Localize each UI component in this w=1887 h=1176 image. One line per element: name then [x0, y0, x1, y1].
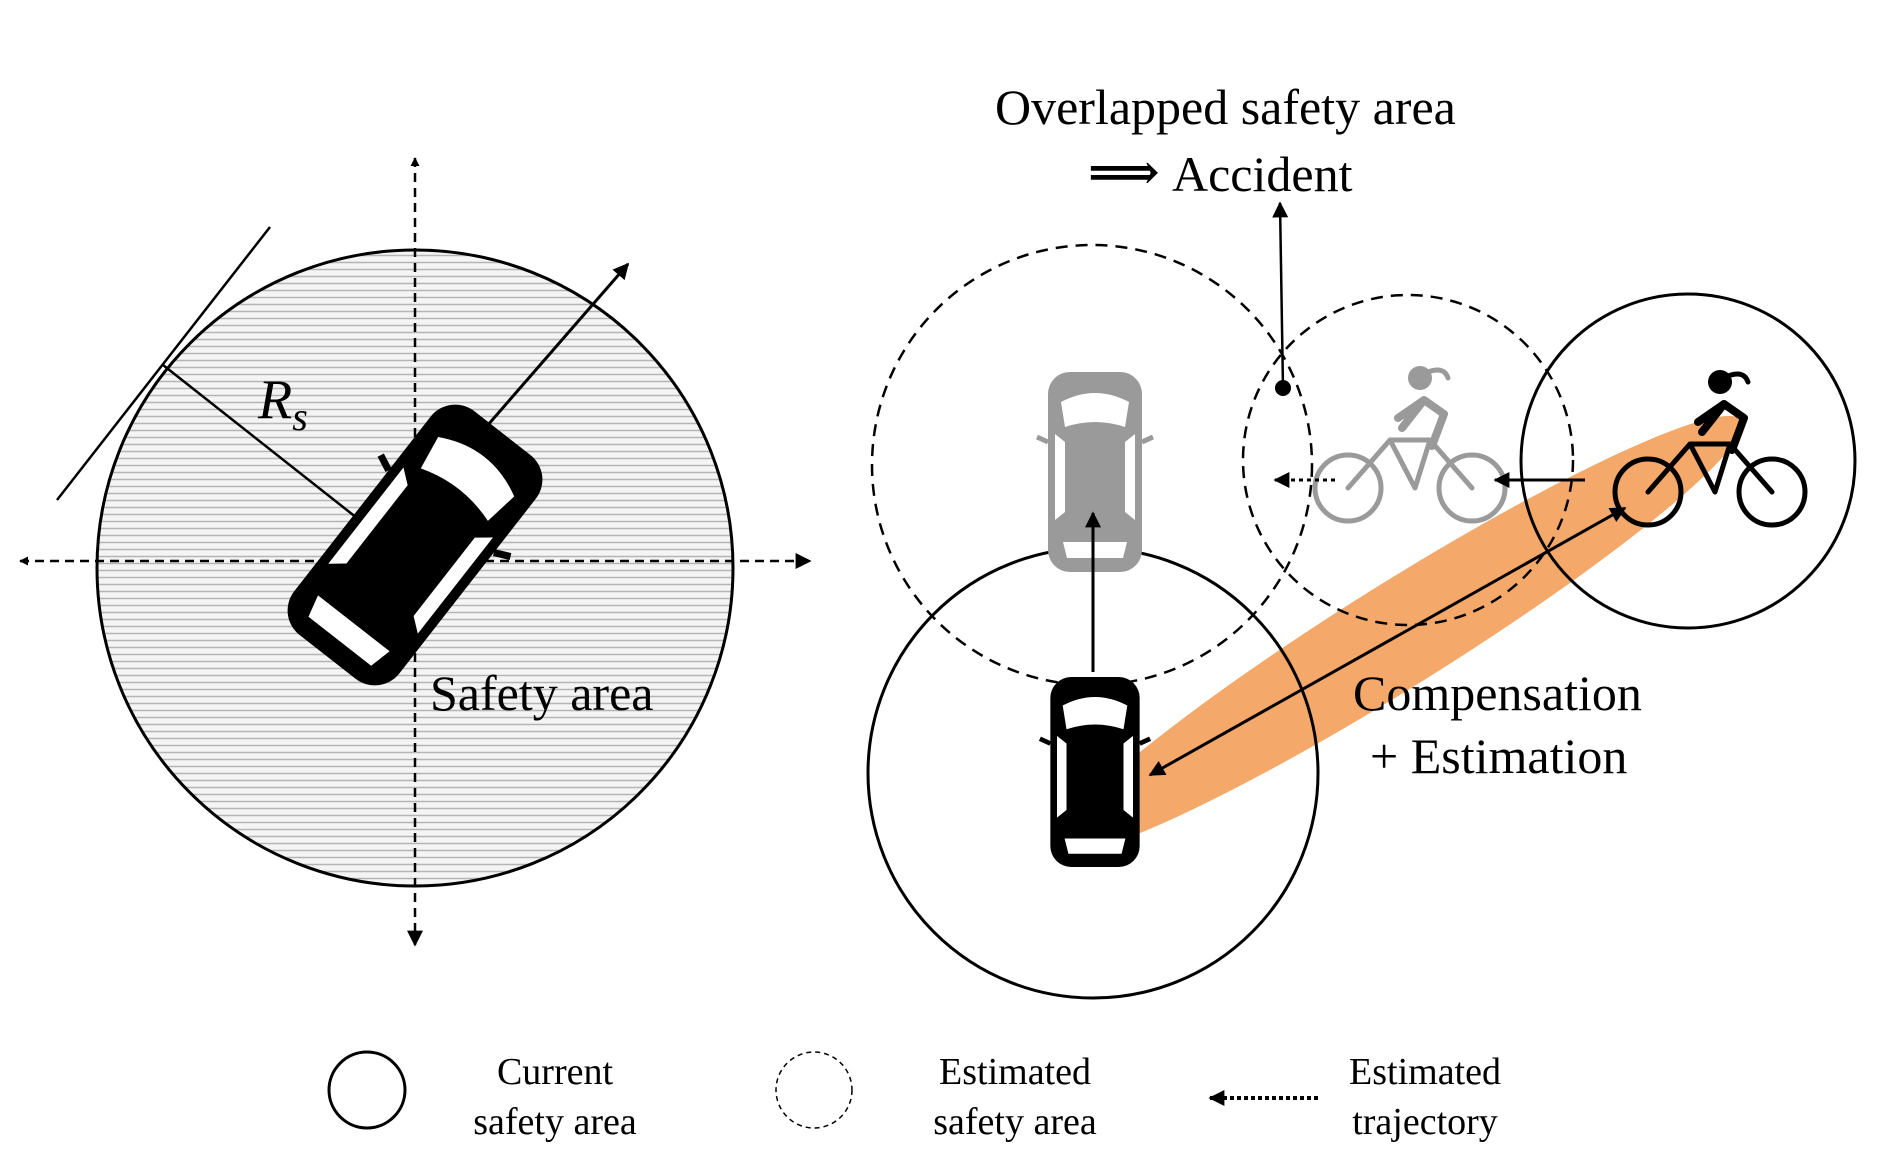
accident-pointer [1272, 201, 1289, 389]
legend [327, 1050, 1318, 1130]
current-car-icon [1040, 677, 1150, 867]
right-panel [866, 201, 1857, 1000]
compensation-label: Compensation [1353, 665, 1642, 721]
tangent-line [56, 226, 271, 501]
current-bike-safety-area [1519, 292, 1857, 630]
accident-label: Accident [1172, 146, 1353, 202]
legend-estimated-symbol [775, 1051, 853, 1129]
estimation-label: + Estimation [1370, 728, 1628, 784]
compensation-arrow [1148, 506, 1627, 777]
estimated-bike-safety-area [1241, 293, 1575, 627]
legend-current-symbol [327, 1050, 407, 1130]
estimated-bicycle-icon [1315, 366, 1505, 521]
safety-area-label: Safety area [430, 665, 654, 721]
overlapped-label: Overlapped safety area [995, 79, 1456, 135]
left-panel [19, 157, 812, 947]
accident-implication-icon: ⟹ [1088, 144, 1160, 200]
estimated-car-icon [1037, 372, 1153, 572]
radius-label: Rs [258, 369, 308, 439]
